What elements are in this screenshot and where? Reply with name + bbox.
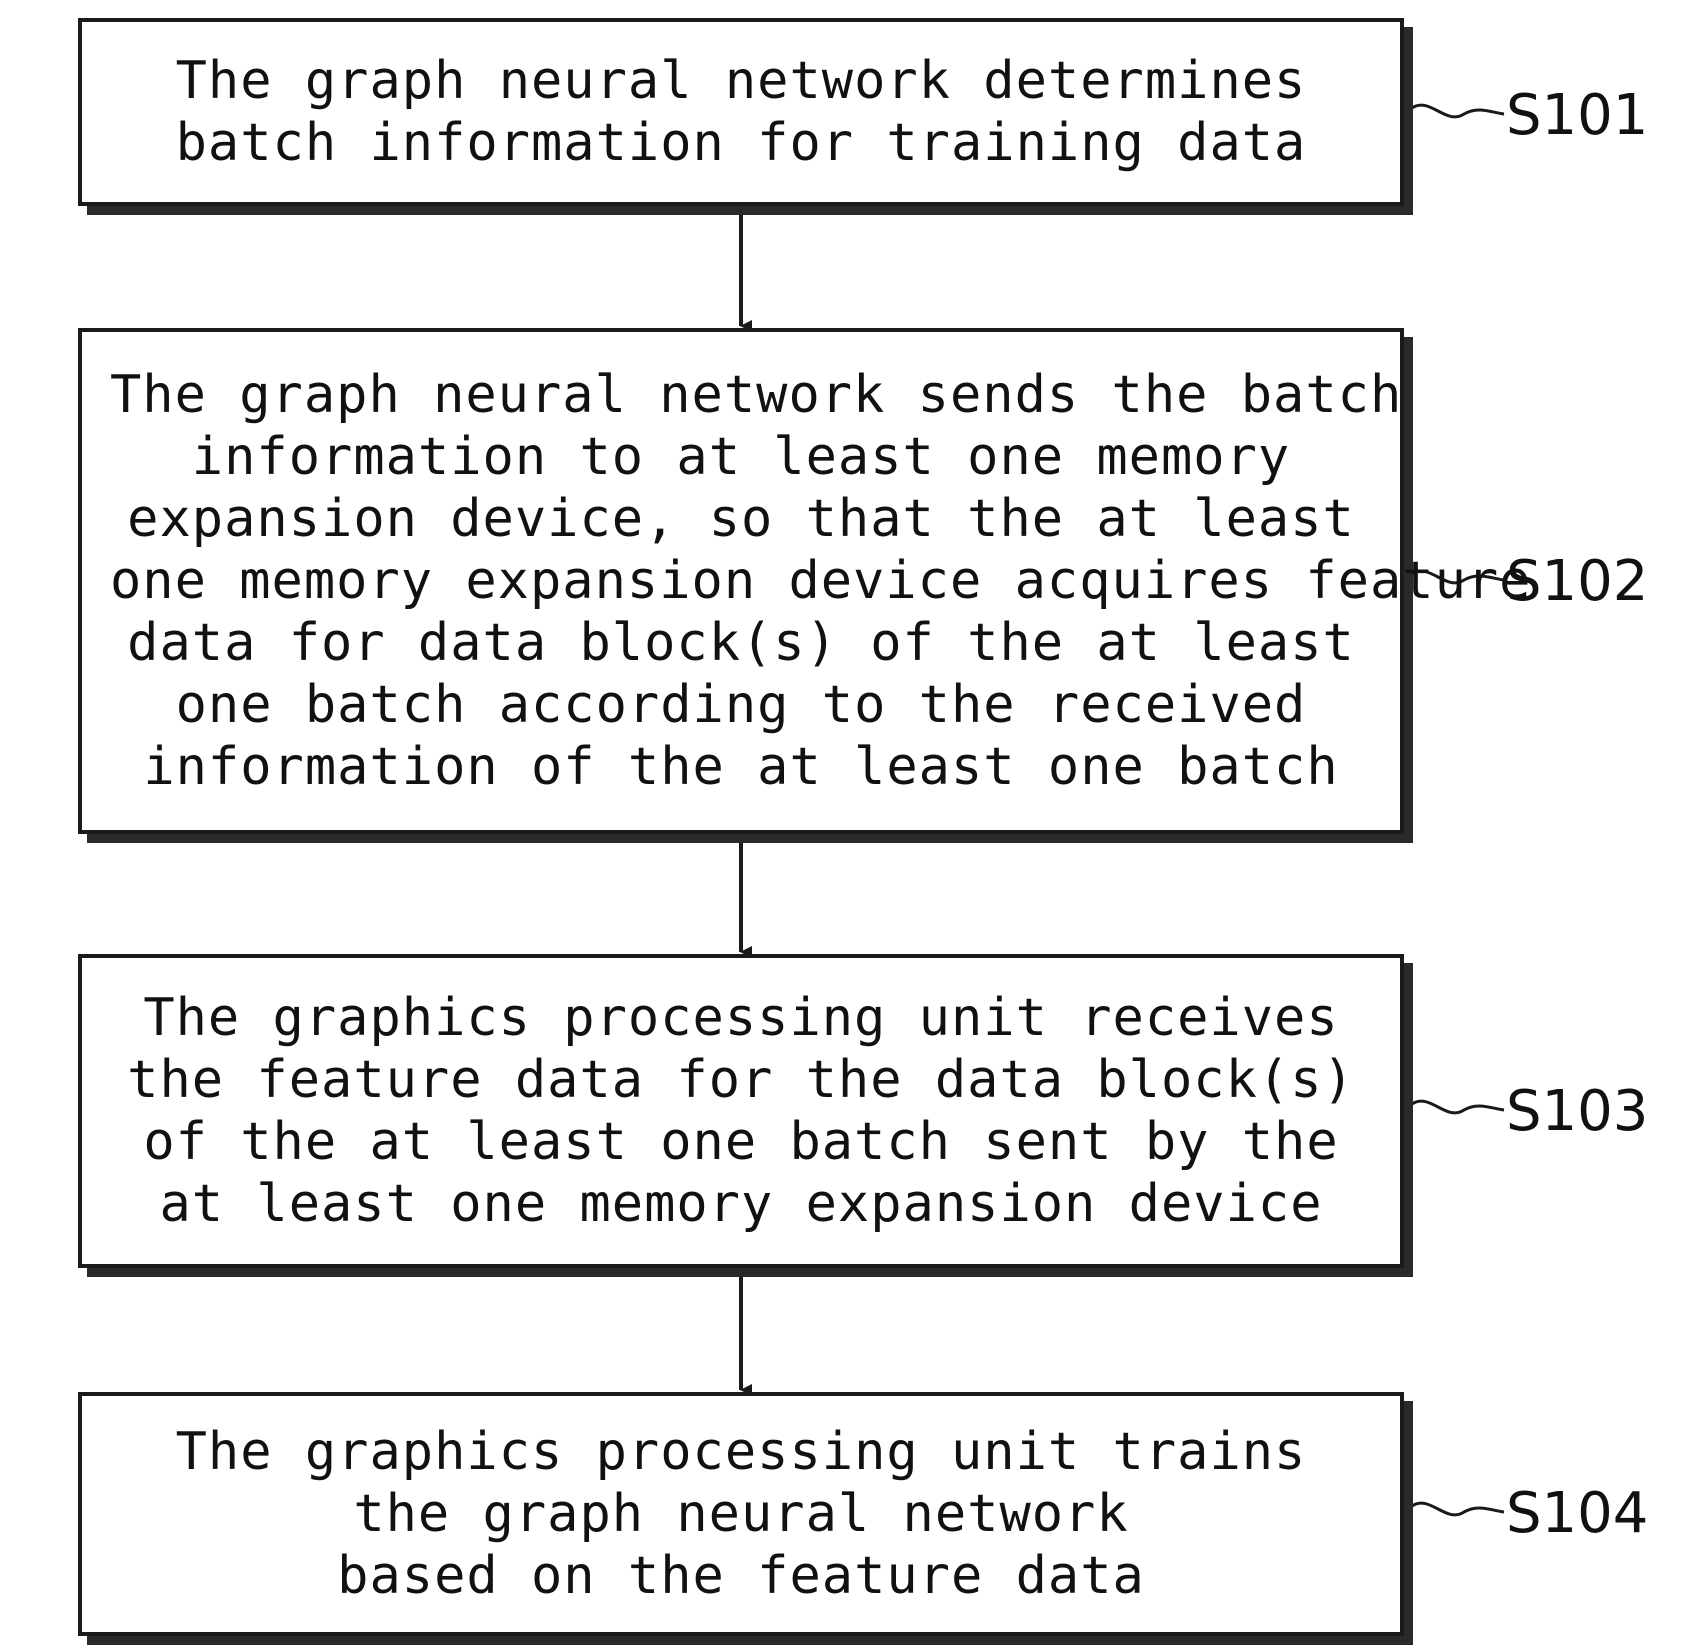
step-line: The graphics processing unit receives <box>110 987 1372 1049</box>
step-label-s103: S103 <box>1506 1082 1648 1142</box>
step-box-s103: The graphics processing unit receives th… <box>78 954 1404 1268</box>
step-line: information of the at least one batch <box>110 736 1372 798</box>
step-line: based on the feature data <box>110 1545 1372 1607</box>
step-text-s104: The graphics processing unit trains the … <box>82 1421 1400 1607</box>
step-line: the graph neural network <box>110 1483 1372 1545</box>
step-line: of the at least one batch sent by the <box>110 1111 1372 1173</box>
step-text-s103: The graphics processing unit receives th… <box>82 987 1400 1235</box>
step-label-s102: S102 <box>1506 552 1648 612</box>
step-line: batch information for training data <box>110 112 1372 174</box>
step-box-s102: The graph neural network sends the batch… <box>78 328 1404 834</box>
step-line: The graph neural network determines <box>110 50 1372 112</box>
step-line: information to at least one memory <box>110 426 1372 488</box>
step-line: The graph neural network sends the batch <box>110 364 1372 426</box>
leader-s104 <box>1412 1503 1504 1515</box>
step-line: one batch according to the received <box>110 674 1372 736</box>
step-line: one memory expansion device acquires fea… <box>110 550 1372 612</box>
leader-s101 <box>1412 105 1504 117</box>
step-label-s104: S104 <box>1506 1484 1648 1544</box>
step-line: The graphics processing unit trains <box>110 1421 1372 1483</box>
leader-s103 <box>1412 1101 1504 1113</box>
step-text-s102: The graph neural network sends the batch… <box>82 364 1400 798</box>
step-text-s101: The graph neural network determines batc… <box>82 50 1400 174</box>
step-line: at least one memory expansion device <box>110 1173 1372 1235</box>
step-box-s101: The graph neural network determines batc… <box>78 18 1404 206</box>
step-line: data for data block(s) of the at least <box>110 612 1372 674</box>
step-line: expansion device, so that the at least <box>110 488 1372 550</box>
step-line: the feature data for the data block(s) <box>110 1049 1372 1111</box>
step-box-s104: The graphics processing unit trains the … <box>78 1392 1404 1636</box>
step-label-s101: S101 <box>1506 86 1648 146</box>
